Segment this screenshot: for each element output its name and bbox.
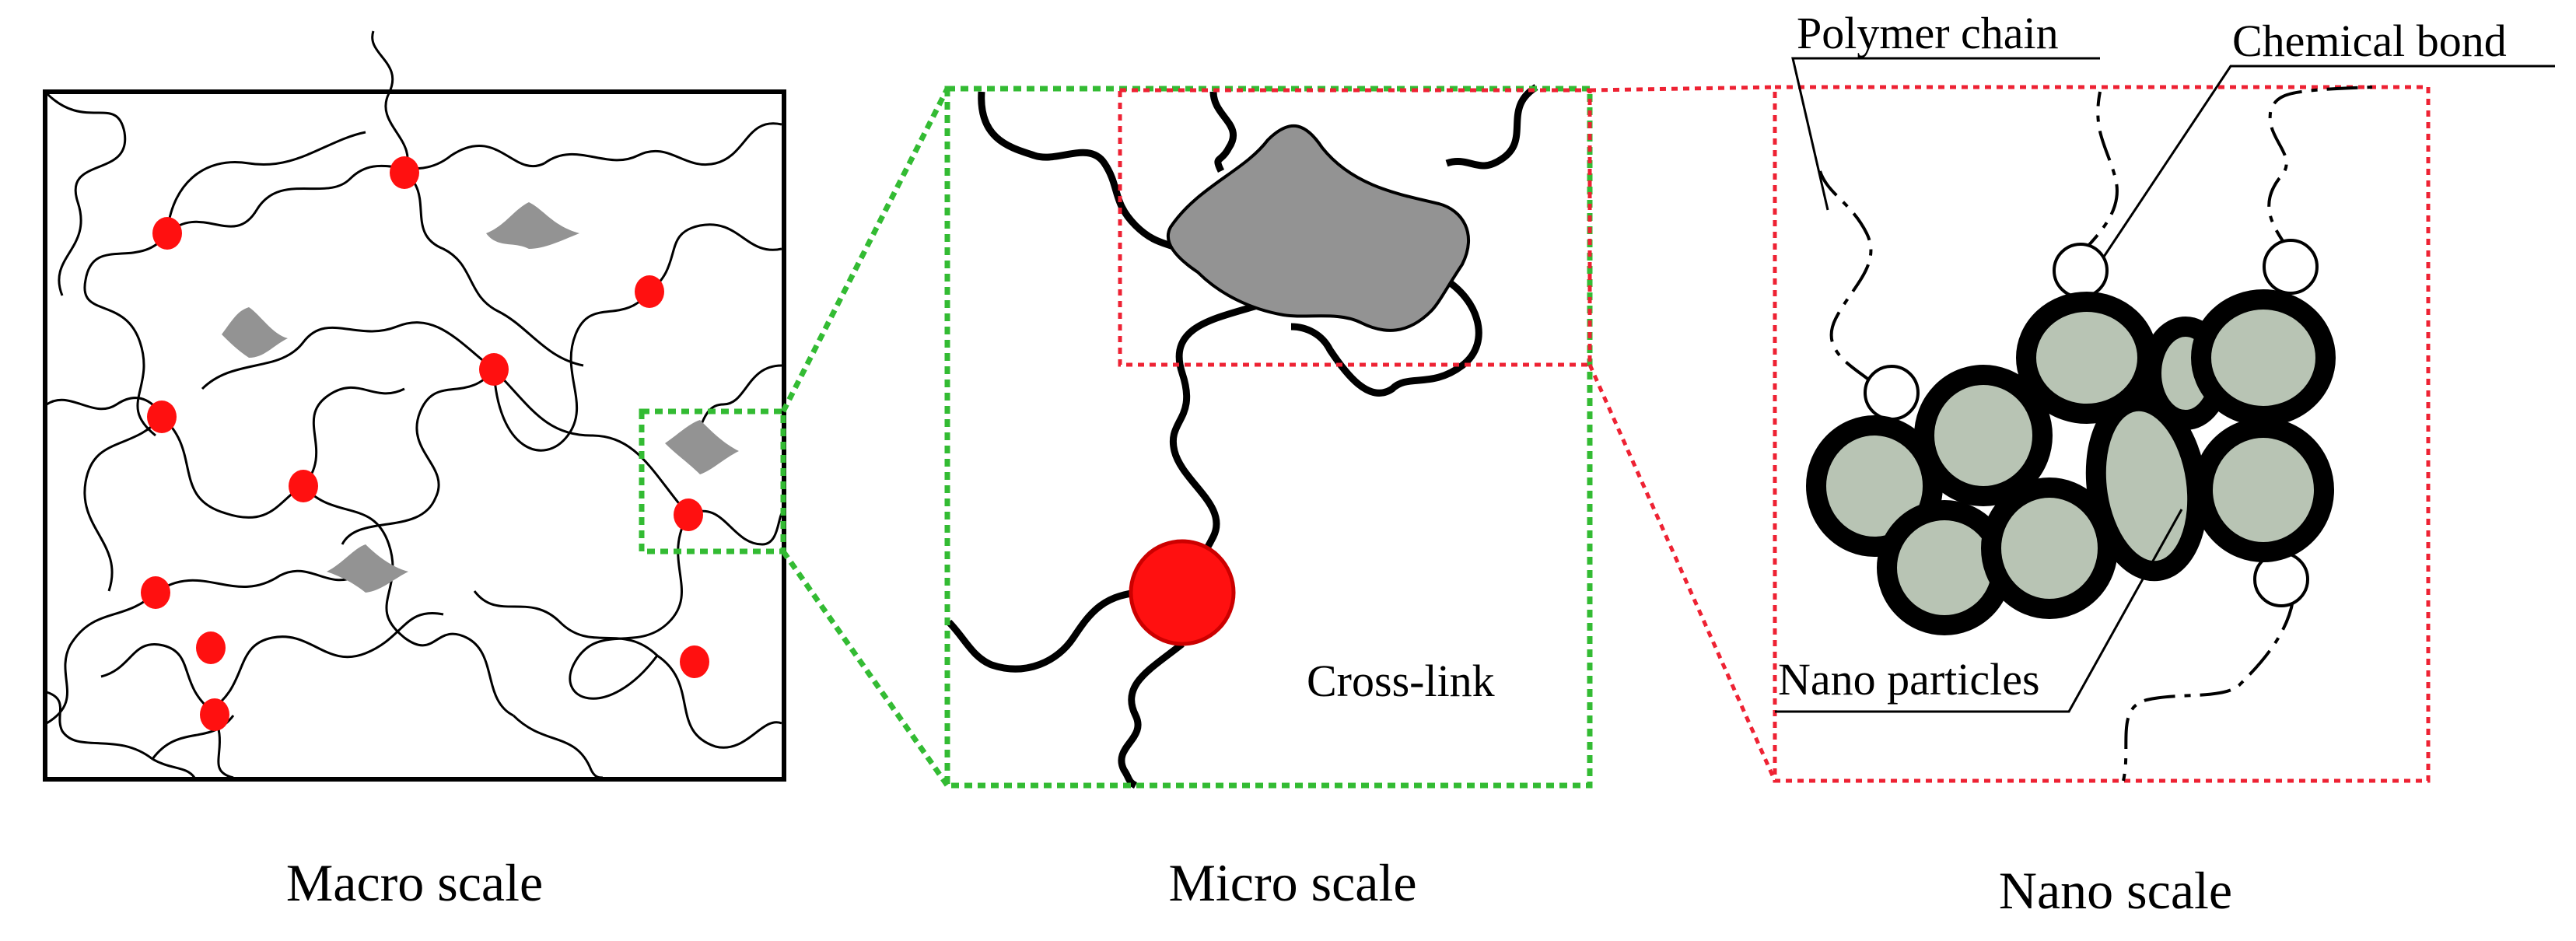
nano-particles-leader (1775, 509, 2183, 713)
micro-polymer-chains (946, 84, 1538, 789)
nano-particle (2193, 418, 2334, 562)
chemical-bond-node (2053, 243, 2109, 299)
micro-to-nano-connectors (1587, 85, 1777, 782)
macro-crosslink (141, 576, 170, 609)
polymer-chain-label: Polymer chain (1797, 8, 2059, 58)
macro-caption: Macro scale (286, 853, 543, 912)
macro-crosslink (479, 353, 509, 386)
macro-crosslink (196, 631, 226, 664)
micro-crosslink (1129, 539, 1236, 646)
macro-crosslinks (141, 156, 709, 731)
macro-filler (327, 544, 408, 593)
macro-crosslink (674, 498, 703, 531)
chemical-bond-node (1864, 365, 1920, 421)
macro-zoom-region (639, 408, 786, 554)
crosslink-label: Cross-link (1307, 656, 1495, 706)
nano-polymer-chains (1818, 86, 2373, 782)
chemical-bond-node (2263, 239, 2319, 295)
nano-frame (1773, 85, 2431, 783)
chemical-bond-label: Chemical bond (2232, 16, 2507, 66)
micro-caption: Micro scale (1168, 853, 1416, 912)
macro-crosslink (147, 401, 177, 433)
nano-panel: Polymer chain Chemical bond Nano particl… (1773, 8, 2555, 783)
macro-filler (665, 420, 739, 474)
macro-filler-particles (222, 202, 739, 593)
macro-crosslink (200, 698, 229, 731)
polymer-chain-leader (1791, 57, 2100, 211)
micro-frame (944, 86, 1593, 789)
macro-frame (43, 89, 786, 782)
nano-chemical-bonds (1864, 239, 2319, 607)
macro-filler (486, 202, 579, 249)
macro-crosslink (390, 156, 419, 189)
nano-caption: Nano scale (1999, 861, 2232, 920)
macro-crosslink (152, 217, 182, 250)
macro-panel (43, 30, 786, 782)
micro-zoom-region (1118, 88, 1592, 367)
macro-polymer-network (45, 30, 783, 779)
macro-crosslink (635, 275, 664, 308)
macro-filler (222, 307, 288, 358)
micro-filler (1166, 124, 1471, 332)
nano-particles (1806, 289, 2336, 635)
nano-particle (1981, 477, 2118, 619)
nano-leader-lines (1775, 57, 2555, 713)
micro-panel: Cross-link (944, 84, 1593, 789)
macro-crosslink (289, 470, 318, 502)
macro-crosslink (680, 645, 709, 678)
chemical-bond-leader (2102, 65, 2555, 257)
nano-particle (2191, 289, 2336, 426)
nano-particles-label: Nano particles (1778, 654, 2040, 705)
nano-particle (1914, 365, 2053, 506)
macro-to-micro-connectors (780, 87, 950, 788)
